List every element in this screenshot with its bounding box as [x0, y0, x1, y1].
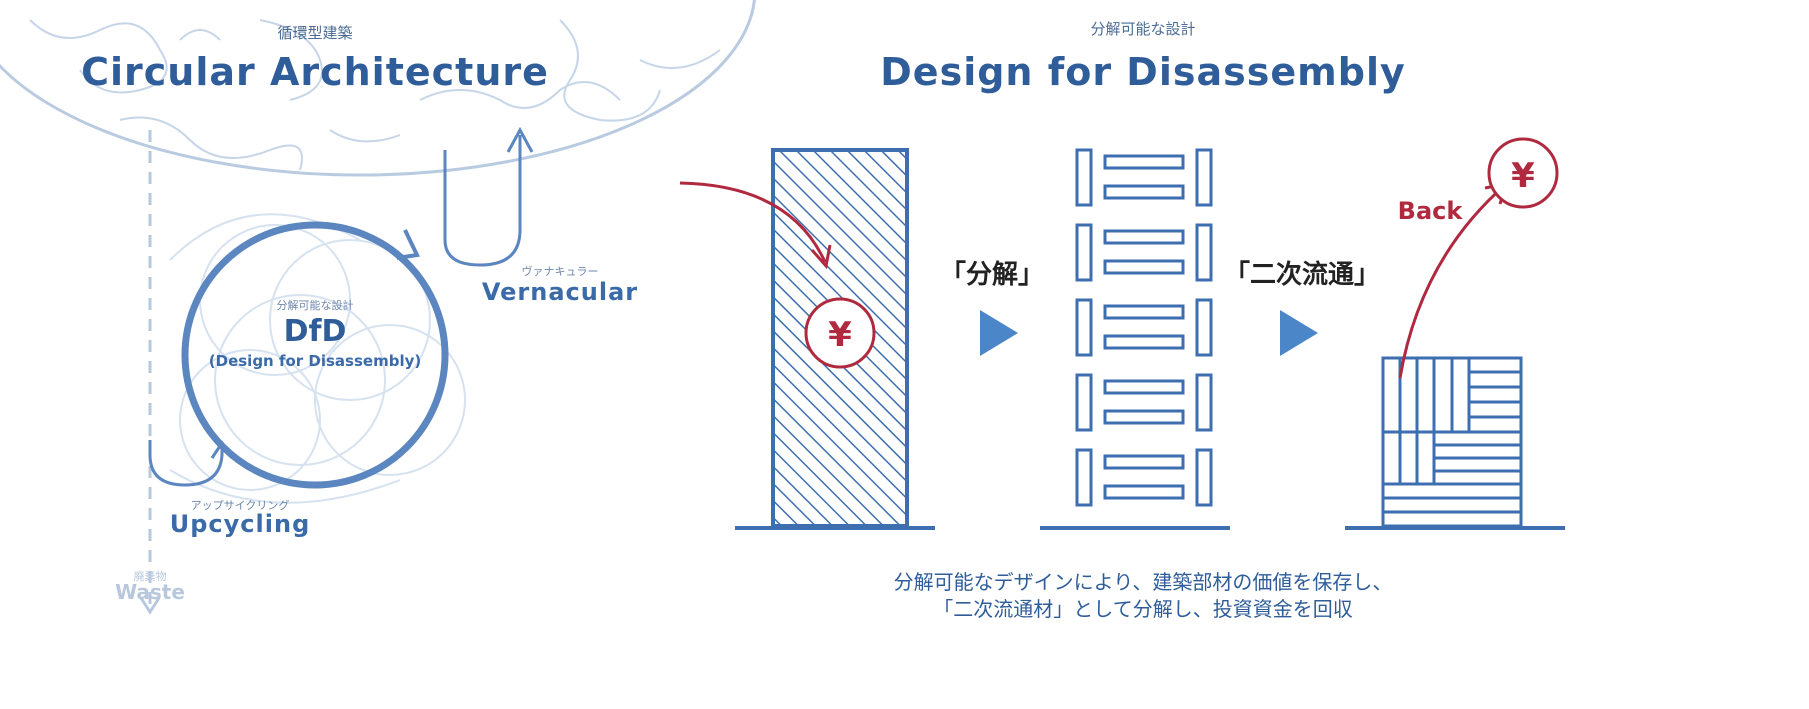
column-right [1195, 148, 1213, 507]
yen-icon: ¥ [1511, 156, 1535, 196]
yen-icon: ¥ [828, 315, 852, 355]
upcycling-arrow [148, 440, 234, 487]
waste-arrow [139, 130, 161, 615]
globe-continents [29, 19, 721, 171]
dfd-jp-label: 分解可能な設計 [276, 299, 354, 312]
back-label: Back [1397, 197, 1463, 225]
dfd-sub-label: (Design for Disassembly) [208, 352, 422, 370]
caption-line-2: 「二次流通材」として分解し、投資資金を回収 [933, 597, 1353, 621]
investment-arrow [679, 181, 827, 263]
upcycling-jp-label: アップサイクリング [190, 499, 290, 512]
left-title: Circular Architecture [81, 50, 549, 94]
caption-line-1: 分解可能なデザインにより、建築部材の価値を保存し、 [893, 570, 1393, 594]
column-left [1075, 148, 1093, 507]
upcycling-label: Upcycling [169, 510, 311, 538]
step-disassembly-label: 「分解」 [939, 260, 1045, 290]
building-disassembled [1040, 148, 1230, 530]
building-secondary-material [1345, 356, 1565, 530]
building-solid: ¥ [679, 148, 935, 530]
dfd-label: DfD [283, 314, 347, 349]
globe [0, 0, 756, 177]
waste-label: Waste [115, 580, 185, 604]
left-title-jp: 循環型建築 [277, 24, 353, 42]
waste-jp-label: 廃棄物 [133, 570, 167, 583]
dfd-cycle-circle [181, 221, 449, 489]
vernacular-jp-label: ヴァナキュラー [521, 265, 599, 278]
right-title-jp: 分解可能な設計 [1090, 20, 1196, 38]
beams [1103, 154, 1185, 500]
right-title: Design for Disassembly [880, 50, 1406, 94]
step-secondary-label: 「二次流通」 [1223, 260, 1381, 290]
arrow-right-icon [1280, 310, 1318, 356]
yen-coin-return [1487, 137, 1559, 209]
vernacular-label: Vernacular [481, 278, 639, 306]
yen-coin [804, 297, 876, 369]
vernacular-arrow [443, 126, 534, 267]
arrow-right-icon [980, 310, 1018, 356]
